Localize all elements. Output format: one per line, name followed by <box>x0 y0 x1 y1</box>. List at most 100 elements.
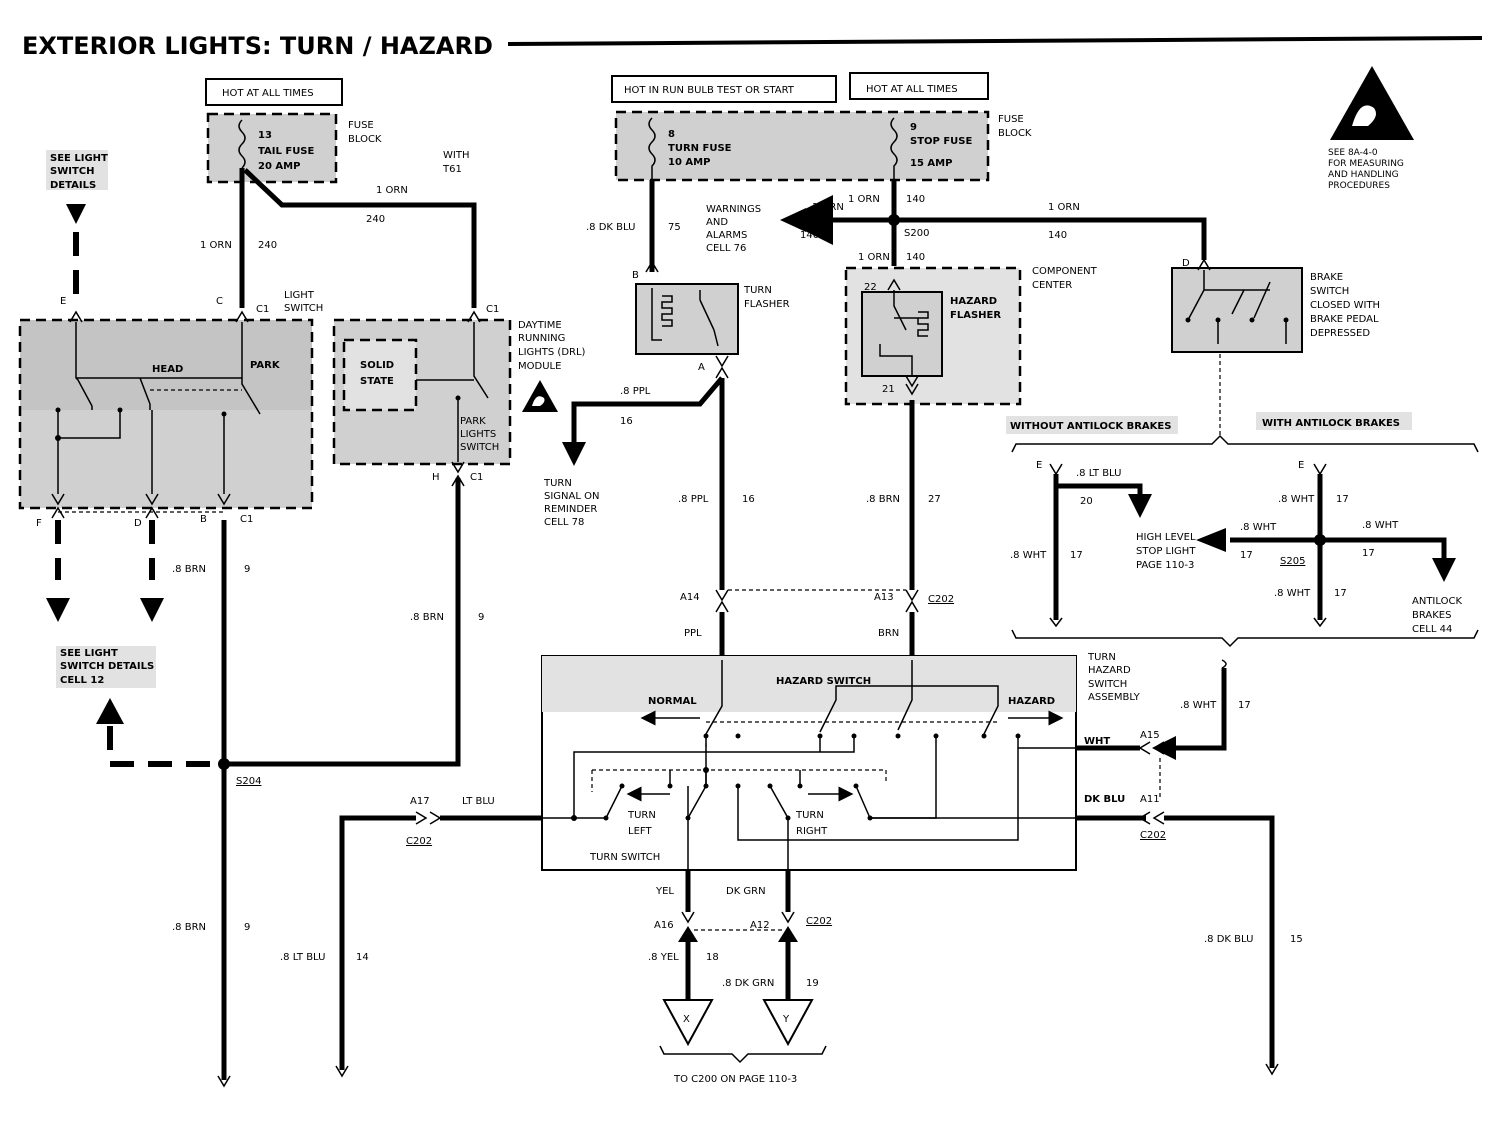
fuse-block-label-left: FUSE <box>348 120 374 131</box>
fuse-tail-num: 13 <box>258 130 272 141</box>
svg-text:9: 9 <box>244 922 250 933</box>
arrow-down-icon <box>562 442 586 466</box>
svg-text:AND HANDLING: AND HANDLING <box>1328 170 1399 180</box>
svg-text:.8 PPL: .8 PPL <box>620 386 651 397</box>
svg-text:.8 WHT: .8 WHT <box>1010 550 1047 561</box>
svg-text:BRAKE PEDAL: BRAKE PEDAL <box>1310 314 1379 325</box>
svg-text:A12: A12 <box>750 920 770 931</box>
arrow-up-icon <box>678 926 698 942</box>
svg-text:AND: AND <box>706 217 728 228</box>
svg-text:C202: C202 <box>406 836 432 847</box>
svg-text:REMINDER: REMINDER <box>544 504 597 515</box>
fuse-symbol-turn <box>648 117 656 180</box>
svg-text:FLASHER: FLASHER <box>950 310 1001 321</box>
turn-right-label: TURN <box>795 810 824 821</box>
svg-text:BLOCK: BLOCK <box>998 128 1032 139</box>
svg-text:F: F <box>36 518 42 529</box>
svg-text:A: A <box>698 362 705 373</box>
svg-text:8: 8 <box>668 129 675 140</box>
svg-text:.8 YEL: .8 YEL <box>648 952 679 963</box>
svg-text:FOR MEASURING: FOR MEASURING <box>1328 159 1404 169</box>
arrow-up-icon <box>778 926 798 942</box>
svg-text:TURN FUSE: TURN FUSE <box>668 143 732 154</box>
svg-text:S204: S204 <box>236 776 261 787</box>
wire-ppl-16-reminder <box>571 376 724 444</box>
hazard-label: HAZARD <box>1008 696 1055 707</box>
arrow-down-icon <box>140 598 164 622</box>
svg-text:9: 9 <box>244 564 250 575</box>
splice-s204 <box>218 758 230 770</box>
svg-text:CENTER: CENTER <box>1032 280 1072 291</box>
svg-text:17: 17 <box>1070 550 1083 561</box>
see-light-switch-details-bottom: SEE LIGHT <box>60 648 118 659</box>
svg-text:CELL 78: CELL 78 <box>544 517 584 528</box>
svg-text:15: 15 <box>1290 934 1303 945</box>
svg-text:.8 BRN: .8 BRN <box>172 922 206 933</box>
svg-text:BRAKES: BRAKES <box>1412 610 1451 621</box>
svg-text:21: 21 <box>882 384 895 395</box>
svg-text:PROCEDURES: PROCEDURES <box>1328 181 1390 191</box>
svg-text:HAZARD: HAZARD <box>1088 665 1131 676</box>
svg-text:9: 9 <box>478 612 484 623</box>
svg-text:FLASHER: FLASHER <box>744 299 790 310</box>
svg-text:E: E <box>1298 460 1304 471</box>
hazard-flasher-label: HAZARD <box>950 296 997 307</box>
turn-switch-label: TURN SWITCH <box>589 852 660 863</box>
arrow-left-icon <box>1152 736 1176 760</box>
svg-text:SWITCH: SWITCH <box>460 442 499 453</box>
svg-text:.8 PPL: .8 PPL <box>678 494 709 505</box>
svg-text:Y: Y <box>782 1014 790 1025</box>
turn-hazard-assembly-label: TURN <box>1087 652 1116 663</box>
svg-text:RIGHT: RIGHT <box>796 826 828 837</box>
svg-text:T61: T61 <box>442 164 462 175</box>
svg-text:SWITCH: SWITCH <box>1310 286 1349 297</box>
svg-text:BRN: BRN <box>878 628 899 639</box>
with-antilock-label: WITH ANTILOCK BRAKES <box>1262 418 1400 429</box>
svg-text:BLOCK: BLOCK <box>348 134 382 145</box>
svg-text:.8 WHT: .8 WHT <box>1278 494 1315 505</box>
svg-text:H: H <box>432 472 440 483</box>
page-title: EXTERIOR LIGHTS: TURN / HAZARD <box>22 32 493 60</box>
svg-text:.8 LT BLU: .8 LT BLU <box>280 952 325 963</box>
svg-text:C202: C202 <box>928 594 954 605</box>
turn-flasher-label: TURN <box>743 285 772 296</box>
svg-text:PPL: PPL <box>684 628 702 639</box>
svg-text:D: D <box>134 518 142 529</box>
fuse-block-center <box>616 112 988 180</box>
svg-text:C1: C1 <box>470 472 483 483</box>
svg-text:17: 17 <box>1240 550 1253 561</box>
svg-text:1 ORN: 1 ORN <box>200 240 232 251</box>
svg-text:27: 27 <box>928 494 941 505</box>
svg-text:17: 17 <box>1334 588 1347 599</box>
esd-warning-icon <box>522 380 558 412</box>
arrow-down-icon <box>66 204 86 224</box>
svg-text:C: C <box>216 296 223 307</box>
svg-text:CLOSED WITH: CLOSED WITH <box>1310 300 1380 311</box>
svg-text:SWITCH: SWITCH <box>50 166 94 177</box>
svg-text:D: D <box>1182 258 1190 269</box>
turn-flasher <box>636 284 738 354</box>
svg-text:DK GRN: DK GRN <box>726 886 766 897</box>
svg-text:.8 DK BLU: .8 DK BLU <box>586 222 635 233</box>
arrow-down-icon <box>1432 558 1456 582</box>
svg-text:.8 BRN: .8 BRN <box>866 494 900 505</box>
svg-text:DK BLU: DK BLU <box>1084 794 1125 805</box>
svg-text:LT BLU: LT BLU <box>462 796 495 807</box>
svg-text:.8 DK GRN: .8 DK GRN <box>722 978 774 989</box>
svg-text:CELL 44: CELL 44 <box>1412 624 1452 635</box>
svg-text:B: B <box>632 270 639 281</box>
drl-label: DAYTIME <box>518 320 562 331</box>
fuse-block-left <box>208 114 336 182</box>
svg-text:.8 BRN: .8 BRN <box>410 612 444 623</box>
svg-text:240: 240 <box>366 214 385 225</box>
fuse-tail-name: TAIL FUSE <box>258 146 315 157</box>
hot-at-all-times-right: HOT AT ALL TIMES <box>866 84 958 95</box>
svg-text:140: 140 <box>906 194 925 205</box>
normal-label: NORMAL <box>648 696 697 707</box>
svg-text:14: 14 <box>356 952 369 963</box>
svg-text:.8 WHT: .8 WHT <box>1240 522 1277 533</box>
svg-text:E: E <box>60 296 66 307</box>
svg-text:LIGHTS: LIGHTS <box>460 429 496 440</box>
fuse-symbol-stop <box>890 117 898 180</box>
fuse-block-label-right: FUSE <box>998 114 1024 125</box>
